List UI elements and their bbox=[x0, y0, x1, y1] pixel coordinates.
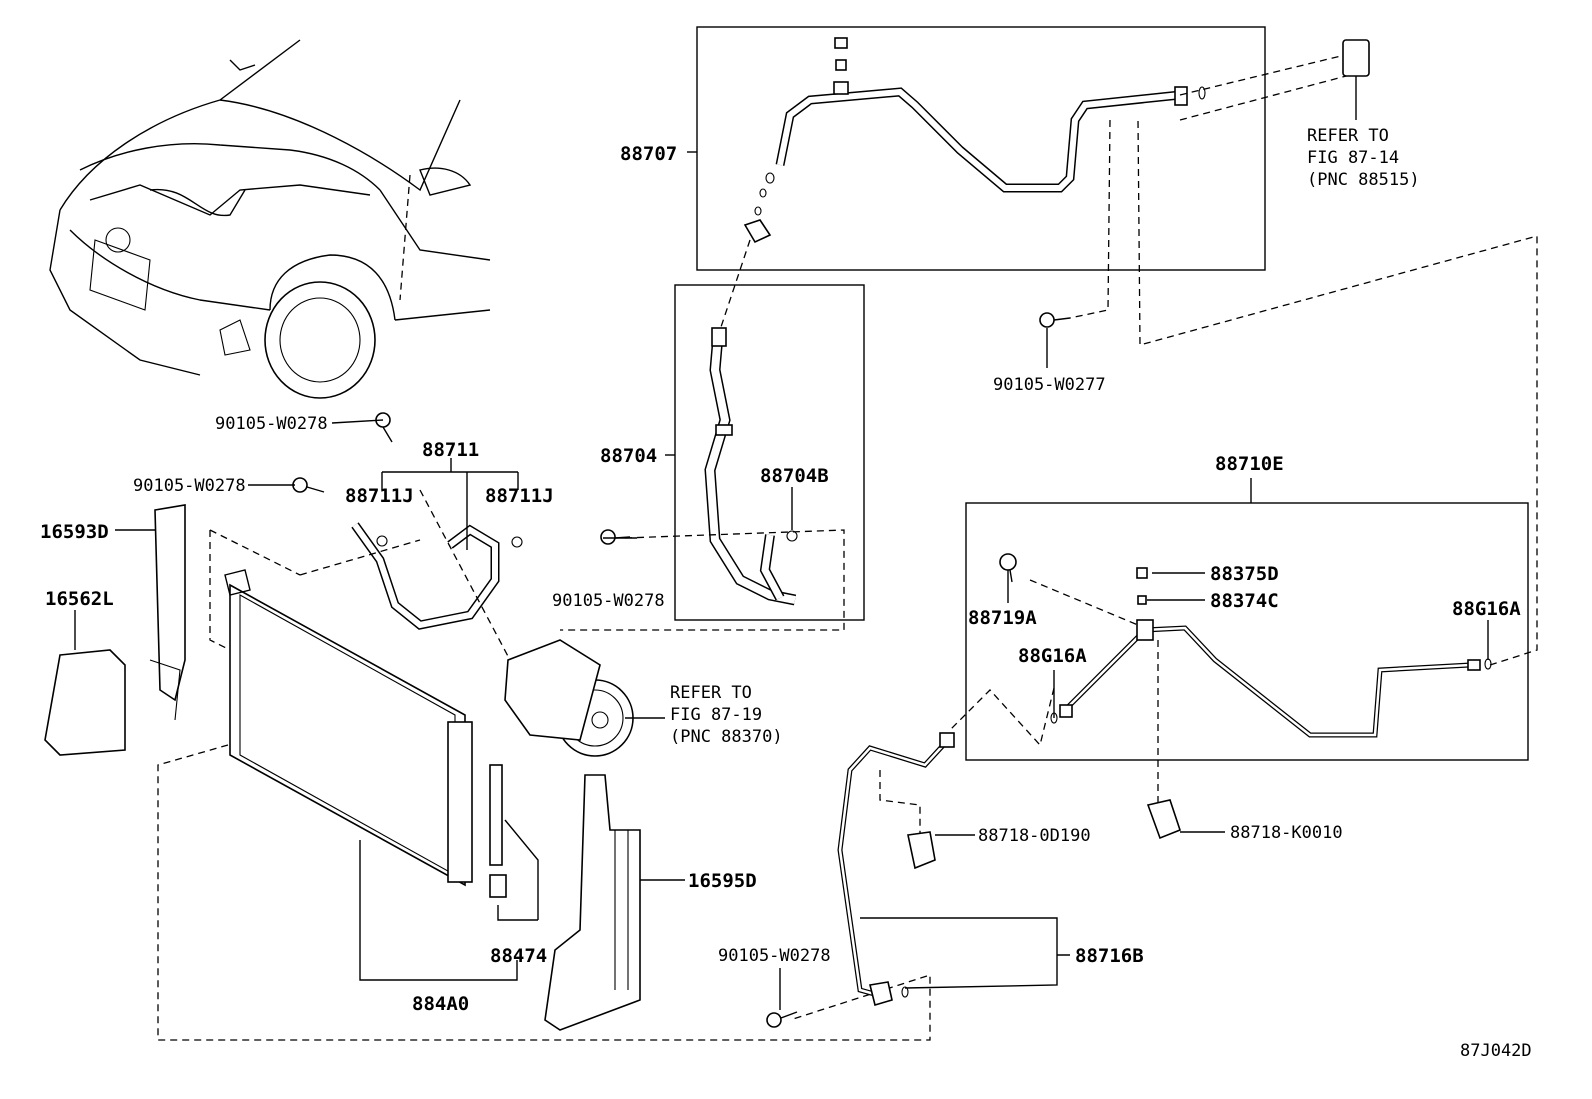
label-bolt-a: 90105-W0278 bbox=[215, 414, 328, 434]
side-seals bbox=[44, 504, 641, 1031]
label-bolt-d: 90105-W0278 bbox=[718, 946, 831, 966]
label-88718-K0010: 88718-K0010 bbox=[1230, 823, 1343, 843]
bolt-parts bbox=[292, 312, 1071, 1028]
bolt-icon bbox=[1039, 312, 1071, 328]
liquid-tube-88710E-group bbox=[949, 119, 1538, 810]
diagram-id: 87J042D bbox=[1460, 1041, 1532, 1061]
label-88375D: 88375D bbox=[1210, 563, 1279, 585]
label-88374C: 88374C bbox=[1210, 590, 1279, 612]
label-16595D: 16595D bbox=[688, 870, 757, 892]
bolt-icon bbox=[375, 412, 393, 443]
ref-87-14-line3: (PNC 88515) bbox=[1307, 170, 1420, 190]
label-88711: 88711 bbox=[422, 439, 479, 461]
label-88711J-right: 88711J bbox=[485, 485, 554, 507]
liquid-tube-88716B bbox=[837, 732, 1181, 1007]
bolt-icon bbox=[292, 477, 325, 493]
label-88719A: 88719A bbox=[968, 607, 1037, 629]
label-88704B: 88704B bbox=[760, 465, 829, 487]
label-bolt-c: 90105-W0278 bbox=[552, 591, 665, 611]
label-88474: 88474 bbox=[490, 945, 547, 967]
label-16562L: 16562L bbox=[45, 588, 114, 610]
label-884A0: 884A0 bbox=[412, 993, 469, 1015]
vehicle-front-illustration bbox=[49, 39, 491, 399]
label-88704: 88704 bbox=[600, 445, 657, 467]
label-88G16A-mid: 88G16A bbox=[1018, 645, 1087, 667]
compressor bbox=[504, 639, 634, 757]
label-88710E: 88710E bbox=[1215, 453, 1284, 475]
label-bolt-e: 90105-W0277 bbox=[993, 375, 1106, 395]
ref-87-19-line3: (PNC 88370) bbox=[670, 727, 783, 747]
hose-88707-group bbox=[696, 26, 1351, 331]
ref-87-14-line2: FIG 87-14 bbox=[1307, 148, 1399, 168]
bolt-icon bbox=[600, 529, 631, 545]
ref-87-19-line2: FIG 87-19 bbox=[670, 705, 762, 725]
ref-87-19-line1: REFER TO bbox=[670, 683, 752, 703]
part-labels: 88707 88704 88704B 88711 88711J 88711J 1… bbox=[40, 126, 1532, 1061]
label-88707: 88707 bbox=[620, 143, 677, 165]
label-bolt-b: 90105-W0278 bbox=[133, 476, 246, 496]
leader-lines bbox=[74, 151, 1489, 1010]
label-16593D: 16593D bbox=[40, 521, 109, 543]
label-88711J-left: 88711J bbox=[345, 485, 414, 507]
label-88G16A-right: 88G16A bbox=[1452, 598, 1521, 620]
hose-88704-group bbox=[560, 284, 865, 631]
condenser-884A0 bbox=[157, 529, 931, 1041]
hose-88711-group bbox=[299, 489, 523, 661]
ref-87-14-line1: REFER TO bbox=[1307, 126, 1389, 146]
bolt-icon bbox=[766, 1011, 798, 1028]
label-88716B: 88716B bbox=[1075, 945, 1144, 967]
connector-88515 bbox=[1342, 39, 1370, 120]
label-88718-0D190: 88718-0D190 bbox=[978, 826, 1091, 846]
